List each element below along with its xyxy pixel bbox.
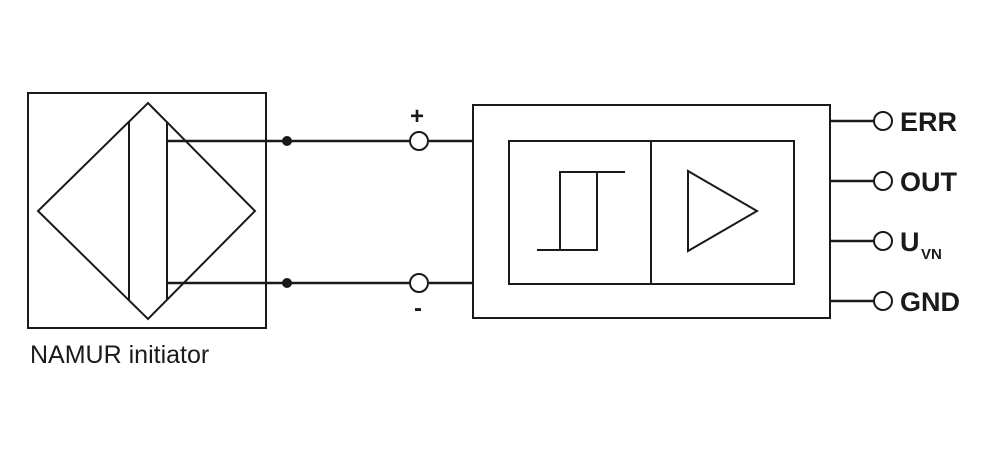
- terminal-err: [873, 111, 893, 131]
- terminal-uvn: [873, 231, 893, 251]
- sensor-diamond: [36, 101, 257, 321]
- hysteresis-curve-lower: [537, 172, 598, 251]
- module-housing: [472, 104, 831, 319]
- amplifier-module: [472, 104, 831, 319]
- amplifier-triangle-icon: [687, 169, 759, 253]
- label-vn-subscript: VN: [921, 246, 942, 263]
- label-gnd: GND: [900, 287, 960, 317]
- plus-sign-label: +: [410, 103, 424, 130]
- junction-dot-minus: [282, 278, 292, 288]
- hysteresis-curve-upper: [559, 171, 625, 250]
- minus-sign-label: -: [414, 295, 422, 322]
- namur-initiator: [27, 92, 267, 329]
- output-wiring: [830, 111, 893, 311]
- terminal-out: [873, 171, 893, 191]
- label-u: U: [900, 227, 920, 257]
- initiator-caption: NAMUR initiator: [30, 341, 209, 369]
- label-out: OUT: [900, 167, 958, 197]
- terminal-minus: [409, 273, 429, 293]
- junction-dot-plus: [282, 136, 292, 146]
- initiator-housing: [27, 92, 267, 329]
- terminal-plus: [409, 131, 429, 151]
- input-wiring: [168, 131, 473, 293]
- label-err: ERR: [900, 107, 957, 137]
- terminal-gnd: [873, 291, 893, 311]
